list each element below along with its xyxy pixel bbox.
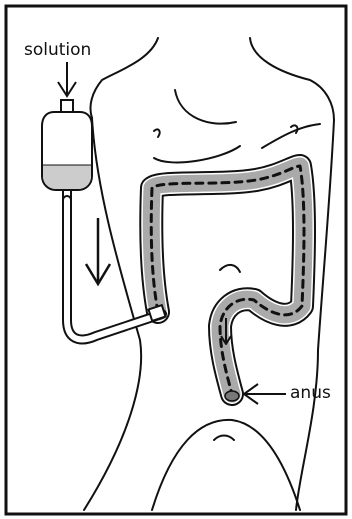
left-nipple — [154, 129, 160, 137]
groin-line — [152, 420, 300, 510]
chest-line — [175, 90, 236, 124]
solution-arrow — [58, 62, 76, 96]
anus-label: anus — [290, 385, 331, 402]
right-shoulder-line — [250, 38, 334, 120]
navel — [220, 265, 240, 272]
bag-solution-level — [43, 165, 91, 189]
left-shoulder-line — [90, 38, 158, 118]
anus-opening — [225, 391, 239, 401]
colon — [151, 166, 304, 401]
bag-top-neck — [61, 100, 73, 112]
enema-bag — [42, 100, 92, 200]
anus-arrow — [244, 384, 286, 404]
flow-arrow — [86, 218, 110, 284]
solution-label: solution — [24, 42, 91, 59]
groin-detail — [214, 436, 234, 441]
left-pec-line — [154, 146, 240, 162]
colon-solution-fill — [151, 166, 304, 394]
